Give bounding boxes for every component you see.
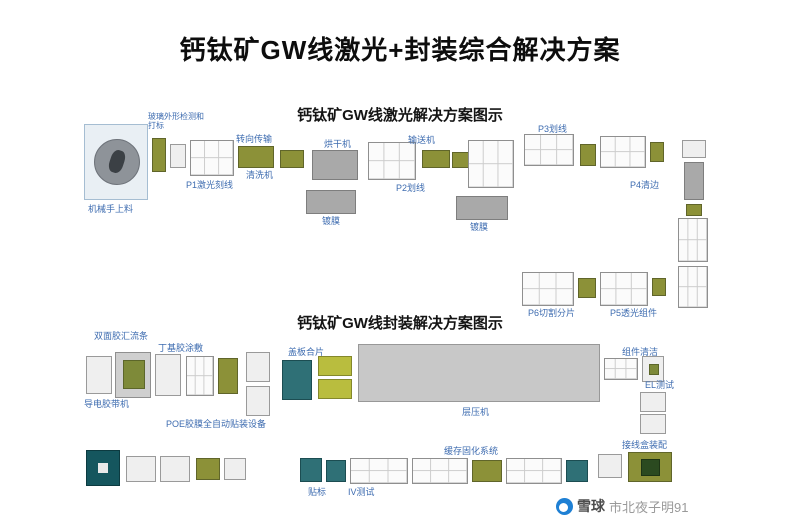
conveyor-block [652,278,666,296]
curing-machine [566,460,588,482]
tape-label: 导电胶带机 [84,399,130,409]
machine-box [640,414,666,434]
conveyor-block [318,379,352,399]
conveyor-block [196,458,220,480]
curing-machine [326,460,346,482]
turn-transfer-label: 转向传输 [236,134,273,144]
cover-merge-label: 盖板合片 [288,347,325,357]
watermark-username: 市北夜子明91 [609,499,689,515]
conveyor-block [218,358,238,394]
conveyor-block [472,460,502,482]
washer-label: 清洗机 [246,170,274,180]
watermark: 雪球 市北夜子明91 [556,496,688,516]
curing-machine [300,458,322,482]
conveyor-block [686,204,702,216]
conveyor-block [578,278,596,298]
watermark-brand: 雪球 [577,498,605,514]
iv-test-label: IV测试 [348,487,375,497]
dryer-label: 烘干机 [324,139,352,149]
laser-section-title: 钙钛矿GW线激光解决方案图示 [297,107,503,124]
glass-panel-table [600,272,648,306]
conveyor-block [280,150,304,168]
machine-box [246,352,270,382]
glass-panel-table [678,266,708,308]
glass-panel-table [468,140,514,188]
busbar-machine [115,352,151,398]
machine-box [684,162,704,200]
conveyor-block [422,150,450,168]
robot-turntable-icon [94,139,140,185]
machine-core [649,364,659,376]
machine-box [126,456,156,482]
unload-station [86,450,120,486]
cover-merge-machine [282,360,312,400]
machine-box [160,456,190,482]
glass-panel-table [524,134,574,166]
robot-load-label: 机械手上料 [88,204,134,214]
p4-label: P4清边 [630,180,660,190]
packaging-section-title: 钙钛矿GW线封装解决方案图示 [297,315,503,332]
glass-panel-table [350,458,408,484]
cleaning-machine [642,356,664,382]
p3-label: P3划线 [538,124,568,134]
coating-label: 镀膜 [322,216,341,226]
conveyor-block [650,142,664,162]
page-title: 钙钛矿GW线激光+封装综合解决方案 [179,35,621,65]
machine-core [122,360,145,390]
glass-panel-table [522,272,574,306]
snowball-icon [559,502,568,512]
el-test-machine [640,392,666,412]
laminator-label: 层压机 [462,407,490,417]
glass-panel-table [604,358,638,380]
machine-box [598,454,622,478]
machine-box [170,144,186,168]
cache-cure-label: 缓存固化系统 [444,446,499,456]
coating-machine [306,190,356,214]
glass-panel-table [678,218,708,262]
laminator-machine [358,344,600,402]
machine-box [86,356,112,394]
conveyor-block [152,138,166,172]
machine-box [682,140,706,158]
conveyor-block [318,356,352,376]
glass-panel-table [600,136,646,168]
conveyor-block [238,146,274,168]
glass-panel-table [368,142,416,180]
machine-box [155,354,181,396]
butyl-label: 丁基胶涂敷 [158,343,204,353]
machine-core [97,462,109,473]
glass-panel-table [506,458,562,484]
p2-label: P2划线 [396,183,426,193]
conveyor-block [580,144,596,166]
dryer-machine [312,150,358,180]
machine-box [246,386,270,416]
busbar-label: 双面胶汇流条 [94,331,149,341]
p1-label: P1激光刻线 [186,180,234,190]
p5-label: P5透光组件 [610,308,658,318]
junction-box-label: 接线盒装配 [622,440,668,450]
junction-box-machine [628,452,672,482]
glass-panel-table [186,356,214,396]
p6-label: P6切割分片 [528,308,576,318]
poe-label: POE胶膜全自动贴装设备 [166,419,267,429]
machine-box [224,458,246,480]
coating-machine [456,196,508,220]
robot-loader-station [84,124,148,200]
module-clean-label: 组件清洁 [622,347,659,357]
glass-panel-table [412,458,468,484]
glass-panel-table [190,140,234,176]
machine-core [640,459,661,476]
conveyor-label: 输送机 [408,135,436,145]
xueqiu-logo-icon [556,497,573,515]
coating2-label: 镀膜 [470,222,489,232]
labeling-label: 贴标 [308,487,327,497]
el-test-label: EL测试 [645,380,675,390]
glass-inspect-label: 玻璃外形检测和打标 [148,112,204,131]
